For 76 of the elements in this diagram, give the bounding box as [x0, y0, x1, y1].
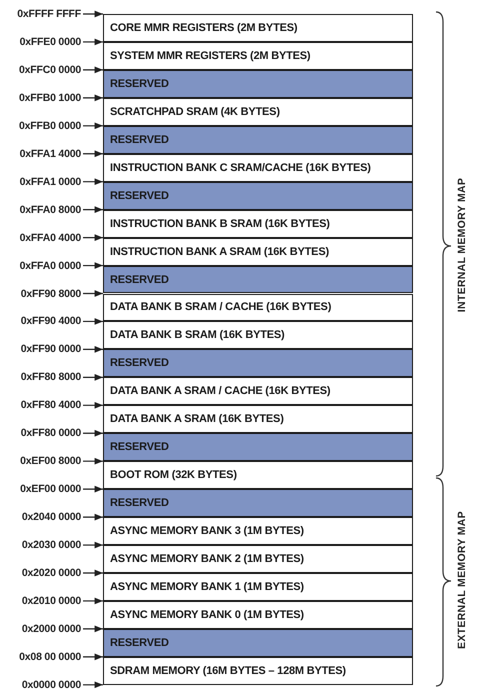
arrow: [83, 178, 103, 186]
memory-region: DATA BANK B SRAM / CACHE (16K BYTES): [103, 294, 413, 322]
address-label: 0xFFA1 4000: [20, 146, 81, 161]
arrow: [83, 458, 103, 465]
address-label: 0x08 00 0000: [19, 650, 81, 664]
address-label: 0xFFA1 0000: [20, 174, 81, 189]
address-label: 0xFFC0 0000: [18, 62, 81, 77]
memory-region: INSTRUCTION BANK A SRAM (16K BYTES): [103, 238, 413, 266]
address-label: 0xEF00 8000: [20, 454, 81, 468]
arrow: [83, 150, 103, 158]
memory-region: RESERVED: [103, 489, 413, 518]
arrow: [83, 654, 103, 660]
arrow: [83, 94, 103, 102]
memory-region: RESERVED: [103, 628, 413, 657]
arrow: [83, 290, 103, 297]
arrow: [83, 542, 103, 548]
address-label: 0x2010 0000: [22, 594, 81, 608]
memory-region: DATA BANK A SRAM (16K BYTES): [103, 405, 413, 434]
address-label: 0xFFFF FFFF: [17, 7, 81, 21]
arrow: [83, 262, 103, 269]
address-label: 0xFF80 8000: [20, 370, 81, 384]
address-label: 0x2000 0000: [22, 622, 81, 636]
memory-region: ASYNC MEMORY BANK 2 (1M BYTES): [103, 545, 413, 573]
address-label: 0xEF00 0000: [20, 482, 81, 496]
arrow: [83, 318, 103, 325]
arrow: [83, 374, 103, 381]
arrow: [83, 514, 103, 520]
memory-region: BOOT ROM (32K BYTES): [103, 461, 413, 490]
address-label: 0xFF90 4000: [20, 314, 81, 328]
arrow: [83, 206, 103, 213]
memory-region: RESERVED: [103, 182, 413, 210]
address-label: 0xFF80 4000: [20, 398, 81, 412]
memory-region: RESERVED: [103, 433, 413, 462]
memory-region: SDRAM MEMORY (16M BYTES – 128M BYTES): [103, 656, 413, 685]
arrow: [83, 626, 103, 632]
address-label: 0x0000 0000: [22, 678, 81, 692]
memory-region: INSTRUCTION BANK C SRAM/CACHE (16K BYTES): [103, 154, 413, 182]
address-label: 0xFF90 0000: [20, 342, 81, 356]
memory-region: RESERVED: [103, 70, 413, 98]
arrow: [83, 346, 103, 353]
address-label: 0xFFB0 0000: [18, 118, 81, 133]
section-label: EXTERNAL MEMORY MAP: [456, 511, 468, 649]
arrow: [83, 486, 103, 492]
address-label: 0xFFE0 0000: [20, 34, 81, 49]
memory-region: ASYNC MEMORY BANK 0 (1M BYTES): [103, 600, 413, 629]
memory-region: ASYNC MEMORY BANK 3 (1M BYTES): [103, 517, 413, 546]
memory-region: INSTRUCTION BANK B SRAM (16K BYTES): [103, 210, 413, 238]
memory-region: RESERVED: [103, 126, 413, 154]
arrow: [83, 402, 103, 409]
section-label: INTERNAL MEMORY MAP: [456, 178, 468, 312]
memory-region: RESERVED: [103, 266, 413, 294]
arrow: [83, 234, 103, 241]
address-label: 0xFFA0 4000: [20, 230, 81, 245]
address-label: 0x2020 0000: [22, 566, 81, 580]
arrow: [83, 430, 103, 437]
memory-region: CORE MMR REGISTERS (2M BYTES): [103, 14, 413, 42]
arrow: [83, 10, 103, 18]
memory-region: SCRATCHPAD SRAM (4K BYTES): [103, 98, 413, 126]
memory-region: SYSTEM MMR REGISTERS (2M BYTES): [103, 42, 413, 70]
address-label: 0xFF80 0000: [20, 426, 81, 440]
arrow: [83, 570, 103, 576]
address-label: 0x2040 0000: [22, 510, 81, 524]
arrow: [83, 122, 103, 130]
arrow: [83, 38, 103, 46]
arrow: [83, 681, 103, 688]
address-label: 0xFFA0 8000: [20, 202, 81, 217]
memory-region: DATA BANK A SRAM / CACHE (16K BYTES): [103, 377, 413, 406]
address-label: 0xFFA0 0000: [20, 258, 81, 273]
address-label: 0xFFB0 1000: [18, 90, 81, 105]
address-label: 0xFF90 8000: [20, 286, 81, 300]
memory-region: ASYNC MEMORY BANK 1 (1M BYTES): [103, 573, 413, 601]
arrow: [83, 598, 103, 604]
memory-region: RESERVED: [103, 349, 413, 378]
memory-region: DATA BANK B SRAM (16K BYTES): [103, 321, 413, 350]
address-label: 0x2030 0000: [22, 538, 81, 552]
arrow: [83, 66, 103, 74]
